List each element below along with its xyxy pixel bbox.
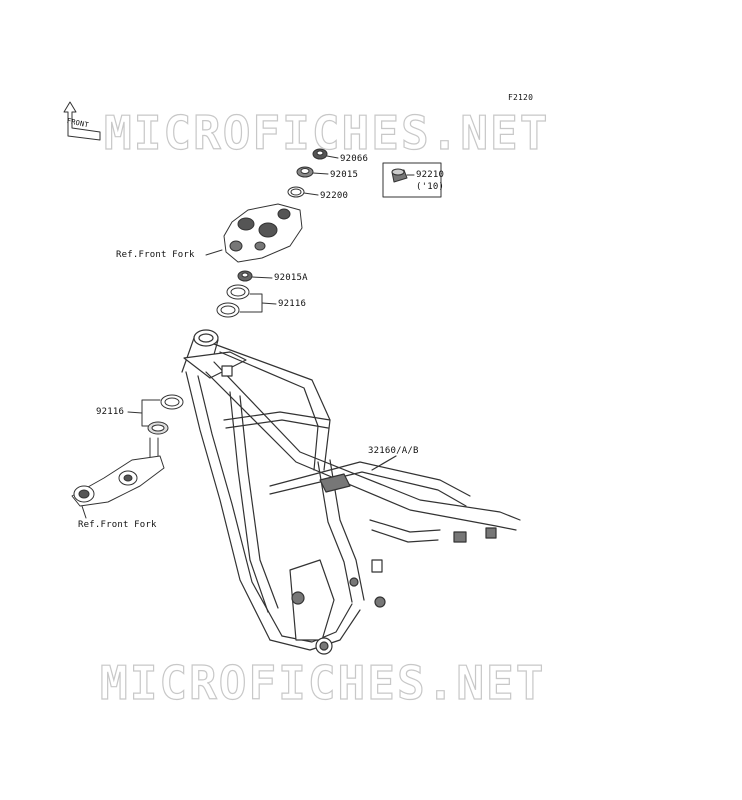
bearing-92116-upper-icon [216, 284, 277, 318]
label-92015A: 92015A [274, 273, 308, 283]
label-ref-front-fork-lower: Ref.Front Fork [78, 520, 157, 530]
label-32160: 32160/A/B [368, 446, 419, 456]
label-92116-upper: 92116 [278, 299, 307, 309]
frame-32160-icon [181, 329, 521, 655]
label-92210: 92210 [416, 170, 445, 180]
label-92066: 92066 [340, 154, 369, 164]
label-92116-lower: 92116 [96, 407, 125, 417]
washer-92015-icon [296, 166, 329, 178]
washer-92200-icon [287, 186, 319, 198]
steering-stem-icon [71, 437, 165, 519]
label-92210-note: ('10) [416, 182, 445, 192]
label-92200: 92200 [320, 191, 349, 201]
watermark-top: MICROFICHES.NET [103, 105, 550, 160]
nut-92015A-icon [237, 270, 273, 282]
nut-92066-icon [312, 148, 339, 160]
front-arrow-icon [63, 101, 101, 141]
upper-triple-clamp-icon [205, 203, 303, 263]
watermark-bottom: MICROFICHES.NET [99, 655, 546, 710]
figure-code: F2120 [508, 93, 534, 102]
label-92015: 92015 [330, 170, 359, 180]
cap-92210-icon [382, 162, 442, 198]
label-ref-front-fork-upper: Ref.Front Fork [116, 250, 195, 260]
bearing-92116-lower-icon [127, 394, 184, 435]
